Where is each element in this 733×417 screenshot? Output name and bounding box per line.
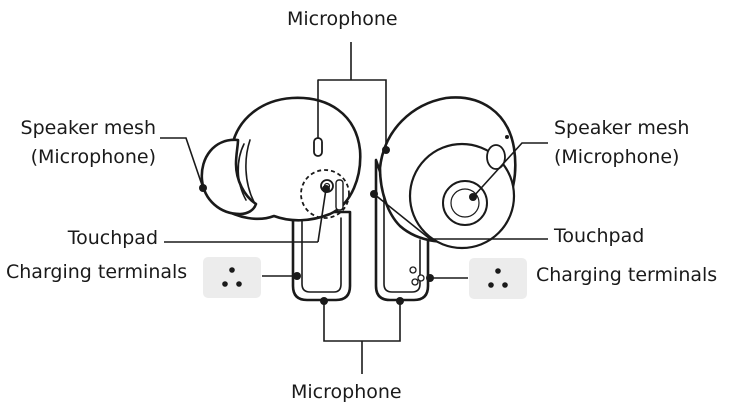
charging-terminals-icon	[469, 258, 527, 299]
left-earbud-icon	[200, 79, 362, 302]
leader-lines	[160, 42, 548, 374]
right-touchpad-label: Touchpad	[554, 225, 645, 247]
left-speaker-mesh-label: Speaker mesh	[20, 117, 156, 139]
top-microphone-label: Microphone	[287, 8, 398, 30]
left-speaker-mesh-sublabel: (Microphone)	[30, 146, 156, 168]
right-earbud-icon	[374, 96, 517, 302]
left-charging-terminals-label: Charging terminals	[6, 261, 188, 283]
left-touchpad-label: Touchpad	[67, 227, 158, 249]
right-speaker-mesh-label: Speaker mesh	[554, 117, 690, 139]
charging-terminals-icon	[203, 257, 261, 298]
right-charging-terminals-label: Charging terminals	[536, 264, 718, 286]
bottom-microphone-label: Microphone	[291, 381, 402, 403]
right-speaker-mesh-sublabel: (Microphone)	[554, 146, 680, 168]
